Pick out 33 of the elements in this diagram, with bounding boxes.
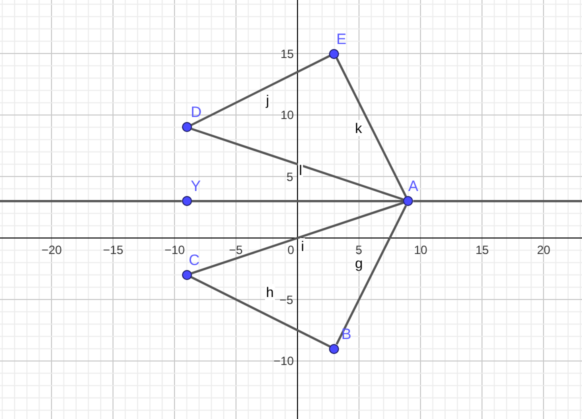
- point-label: Y: [190, 179, 201, 196]
- point-label: A: [408, 179, 418, 196]
- segment-label: l: [298, 162, 304, 178]
- segment-label: j: [265, 92, 270, 108]
- segment-label: g: [354, 255, 364, 271]
- segment-label: k: [354, 120, 363, 136]
- tick-label: −10: [164, 243, 185, 257]
- line-segment: [336, 57, 407, 198]
- segment-label: i: [300, 238, 306, 254]
- tick-label: 10: [414, 243, 428, 257]
- line-segment: [191, 202, 404, 274]
- segment-label: h: [265, 284, 275, 300]
- point-label: B: [341, 326, 352, 343]
- tick-label: −5: [229, 243, 243, 257]
- tick-label: −10: [274, 354, 294, 368]
- tick-label: −20: [42, 243, 62, 257]
- point-label: D: [190, 105, 202, 122]
- line-segment: [336, 205, 407, 345]
- line-segment: [190, 276, 330, 348]
- line-segment: [190, 54, 330, 126]
- point-label: C: [188, 252, 200, 269]
- tick-label: 5: [356, 243, 362, 257]
- tick-label: −15: [103, 243, 124, 257]
- tick-label: 5: [286, 170, 294, 184]
- tick-label: 0: [288, 243, 294, 257]
- tick-label: 15: [280, 46, 294, 60]
- tick-label: 10: [280, 108, 294, 122]
- tick-label: 15: [476, 243, 489, 257]
- tick-label: 20: [537, 243, 550, 257]
- line-segment: [191, 128, 404, 201]
- point-label: E: [336, 32, 346, 48]
- line-segment: [192, 200, 404, 202]
- tick-label: −5: [280, 292, 294, 306]
